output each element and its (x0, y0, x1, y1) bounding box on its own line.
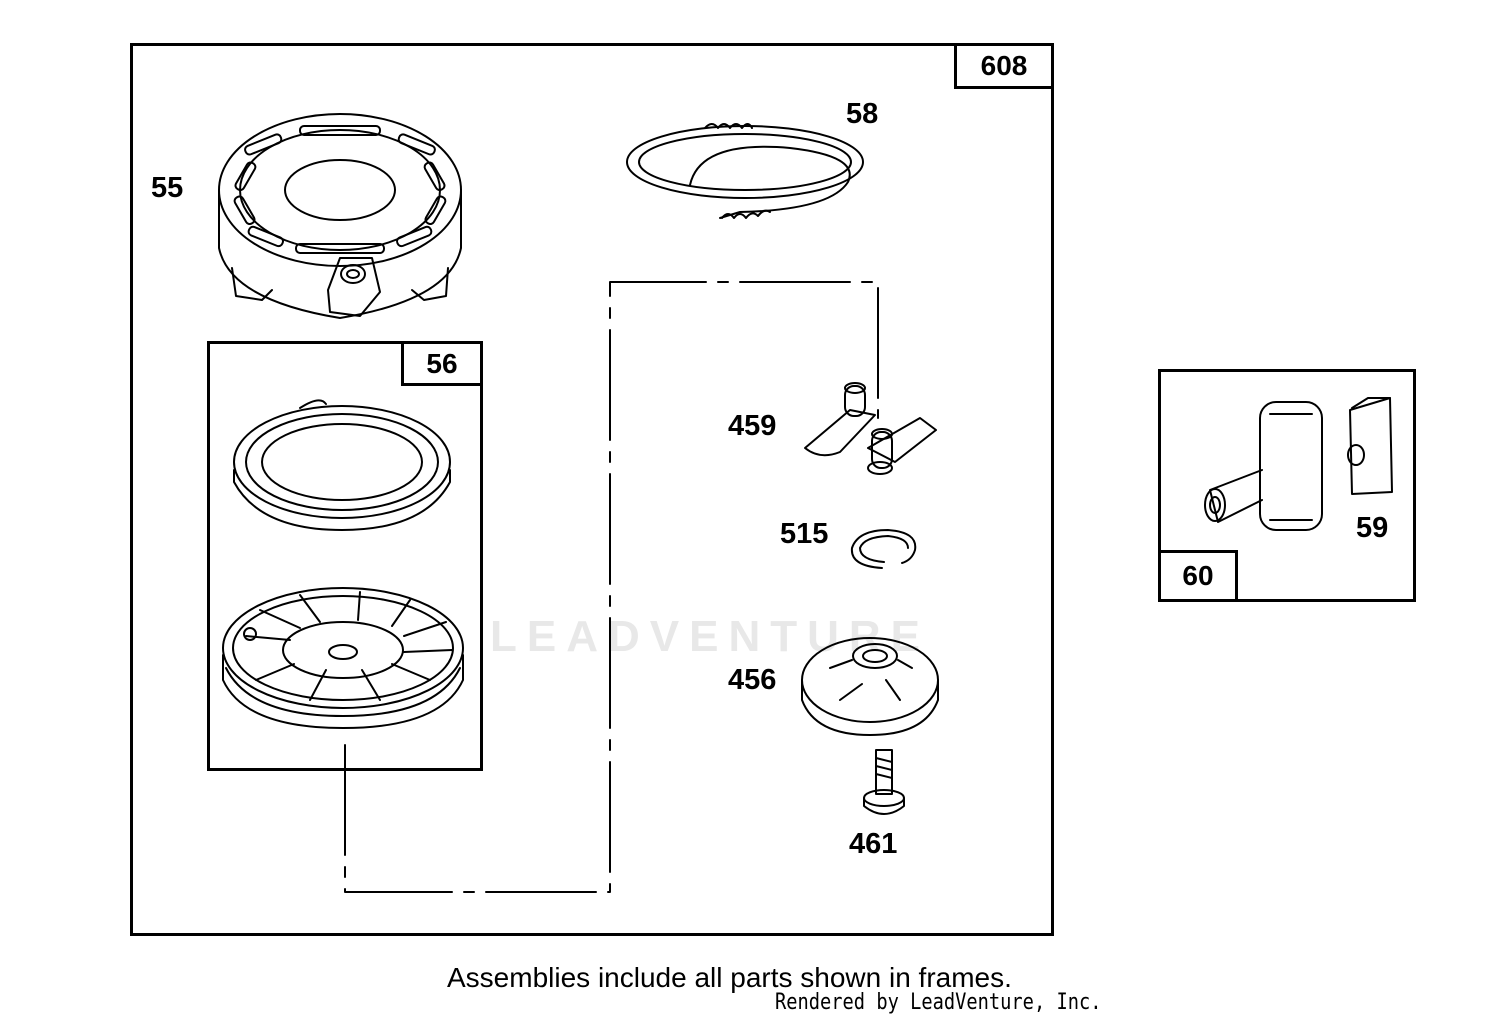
blower-housing-part (218, 113, 462, 319)
starter-pulley-part (222, 587, 464, 729)
ratchet-part (801, 637, 939, 736)
dog-pawl-part (804, 382, 937, 475)
frame-60 (1158, 369, 1416, 602)
frame-608 (130, 43, 1054, 936)
frame-608-label: 608 (954, 43, 1054, 89)
callout-515: 515 (780, 518, 829, 550)
retainer-ring-part (850, 529, 917, 569)
callout-459: 459 (728, 410, 777, 442)
screw-part (863, 749, 905, 815)
assemblies-note: Assemblies include all parts shown in fr… (447, 962, 1012, 993)
handle-insert-part (1347, 397, 1393, 495)
recoil-spring-part (233, 399, 451, 531)
leadventure-watermark: LEADVENTURE (490, 612, 931, 661)
frame-60-label: 60 (1158, 550, 1238, 602)
render-credit: Rendered by LeadVenture, Inc. (775, 990, 1102, 1015)
callout-456: 456 (728, 664, 777, 696)
callout-461: 461 (849, 828, 898, 860)
starter-rope-part (626, 123, 864, 219)
connector-lines (344, 281, 879, 893)
frame-56-label: 56 (401, 341, 483, 386)
callout-59: 59 (1356, 512, 1389, 544)
callout-58: 58 (846, 98, 879, 130)
starter-handle-part (1204, 401, 1323, 531)
callout-55: 55 (151, 172, 184, 204)
